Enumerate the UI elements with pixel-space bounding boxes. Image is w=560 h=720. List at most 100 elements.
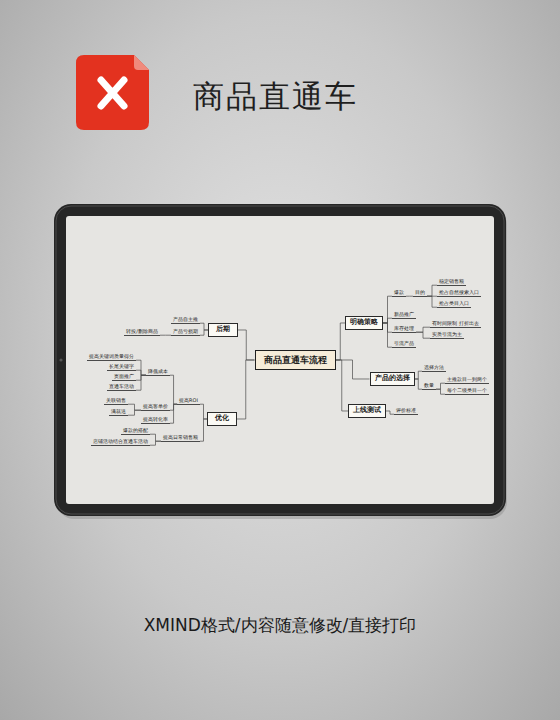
topic-text: 爆款 [394,289,404,295]
connector-line [200,404,207,419]
topic-text: 有时间限制 打折出去 [432,320,479,326]
topic-label: 选择方法 [422,363,446,372]
topic-text: 提高日常销售额 [163,434,198,440]
topic-label: 稳定销售额 [437,277,466,286]
topic-label: 有时间限制 打折出去 [430,319,481,328]
topic-text: 新品推广 [394,311,414,317]
topic-label: 目的 [413,288,427,297]
topic-text: 实质引流为主 [432,331,462,337]
topic-text: 转投/删除商品 [126,328,158,334]
connector-line [383,323,392,347]
branch-topic: 上线测试 [348,404,386,418]
branch-connector [150,441,161,445]
topic-label: 抢占自然搜索入口 [437,288,481,297]
topic-text: 店铺活动结合直通车活动 [93,438,148,444]
topic-text: 提高关键词质量得分 [89,353,134,359]
connector-line [150,441,161,445]
tablet-bezel [54,204,506,516]
connector-line [336,360,370,379]
branch-connector [415,371,423,379]
connector-line [383,318,392,323]
connector-line [200,323,208,330]
topic-text: 提高转化率 [143,416,168,422]
topic-label: 转投/删除商品 [124,327,160,336]
topic-label: 长尾关键字 [107,362,136,371]
topic-label: 产品自主推 [171,315,200,324]
topic-label: 库存处理 [392,324,416,333]
branch-connector [383,318,392,323]
branch-connector [336,323,346,360]
topic-text: 产品自主推 [173,316,198,322]
branch-connector [383,323,392,347]
branch-connector [415,379,423,389]
branch-connector [427,285,437,296]
topic-text: 产品的选择 [375,375,410,383]
branch-connector [336,360,349,411]
connector-line [170,375,177,404]
branch-topic: 产品的选择 [370,372,415,386]
tablet-bezel-edge [56,206,504,514]
connector-line [128,410,141,415]
topic-text: 满就送 [111,408,126,414]
connector-line [416,327,430,332]
connector-line [336,323,346,360]
topic-text: 爆款的搭配 [123,427,148,433]
topic-text: 选择方法 [424,364,444,370]
connector-line [238,330,255,360]
branch-connector [128,404,141,410]
branch-connector [416,332,430,338]
connector-line [427,296,437,307]
connector-line [170,404,177,423]
branch-topic: 后期 [208,323,238,337]
topic-label: 主推款目一到两个 [445,375,489,384]
branch-connector [200,323,208,330]
branch-connector [136,370,146,375]
topic-text: 直通车活动 [109,383,134,389]
page-caption: XMIND格式/内容随意修改/直接打印 [0,614,560,637]
topic-text: 长尾关键字 [109,363,134,369]
topic-text: 后期 [213,326,233,334]
connector-line [415,371,423,379]
branch-connector [238,330,255,360]
topic-text: 提高客单价 [143,403,168,409]
connector-line [136,370,146,375]
connector-line [386,411,394,414]
branch-connector [170,375,177,404]
topic-text: 关联销售 [106,397,126,403]
branch-topic: 明确策略 [345,316,383,330]
branch-connector [436,389,445,394]
topic-text: 商品直通车流程 [264,355,327,366]
topic-text: 引流产品 [394,340,414,346]
topic-label: 提高转化率 [141,415,170,424]
connector-line [200,419,207,441]
branch-connector [136,360,146,375]
topic-label: 降低成本 [146,367,170,376]
topic-label: 页面推广 [112,372,136,381]
branch-topic: 优化 [207,412,237,426]
branch-connector [237,360,255,419]
topic-label: 提高ROI [177,396,200,405]
connector-line [436,383,445,389]
file-icon [76,55,149,130]
topic-text: 抢占自然搜索入口 [439,289,479,295]
topic-text: 库存处理 [394,325,414,331]
branch-connector [136,375,146,390]
topic-label: 抢占类目入口 [437,299,471,308]
connector-line [136,375,146,390]
topic-label: 店铺活动结合直通车活动 [91,437,150,446]
topic-label: 每个二级类目一个 [445,386,489,395]
connector-line [406,296,413,297]
topic-text: 产品亏损期 [173,328,198,334]
connector-line [200,330,208,335]
file-icon-mark [101,80,124,106]
topic-label: 提高日常销售额 [161,433,200,442]
topic-text: 优化 [212,415,232,423]
tablet-camera [59,358,62,361]
connector-line [436,389,445,394]
branch-connector [427,296,437,307]
tablet-shadow [57,208,507,519]
topic-text: 提高ROI [179,397,198,403]
topic-text: 稳定销售额 [439,278,464,284]
topic-text: 上线测试 [353,407,381,415]
